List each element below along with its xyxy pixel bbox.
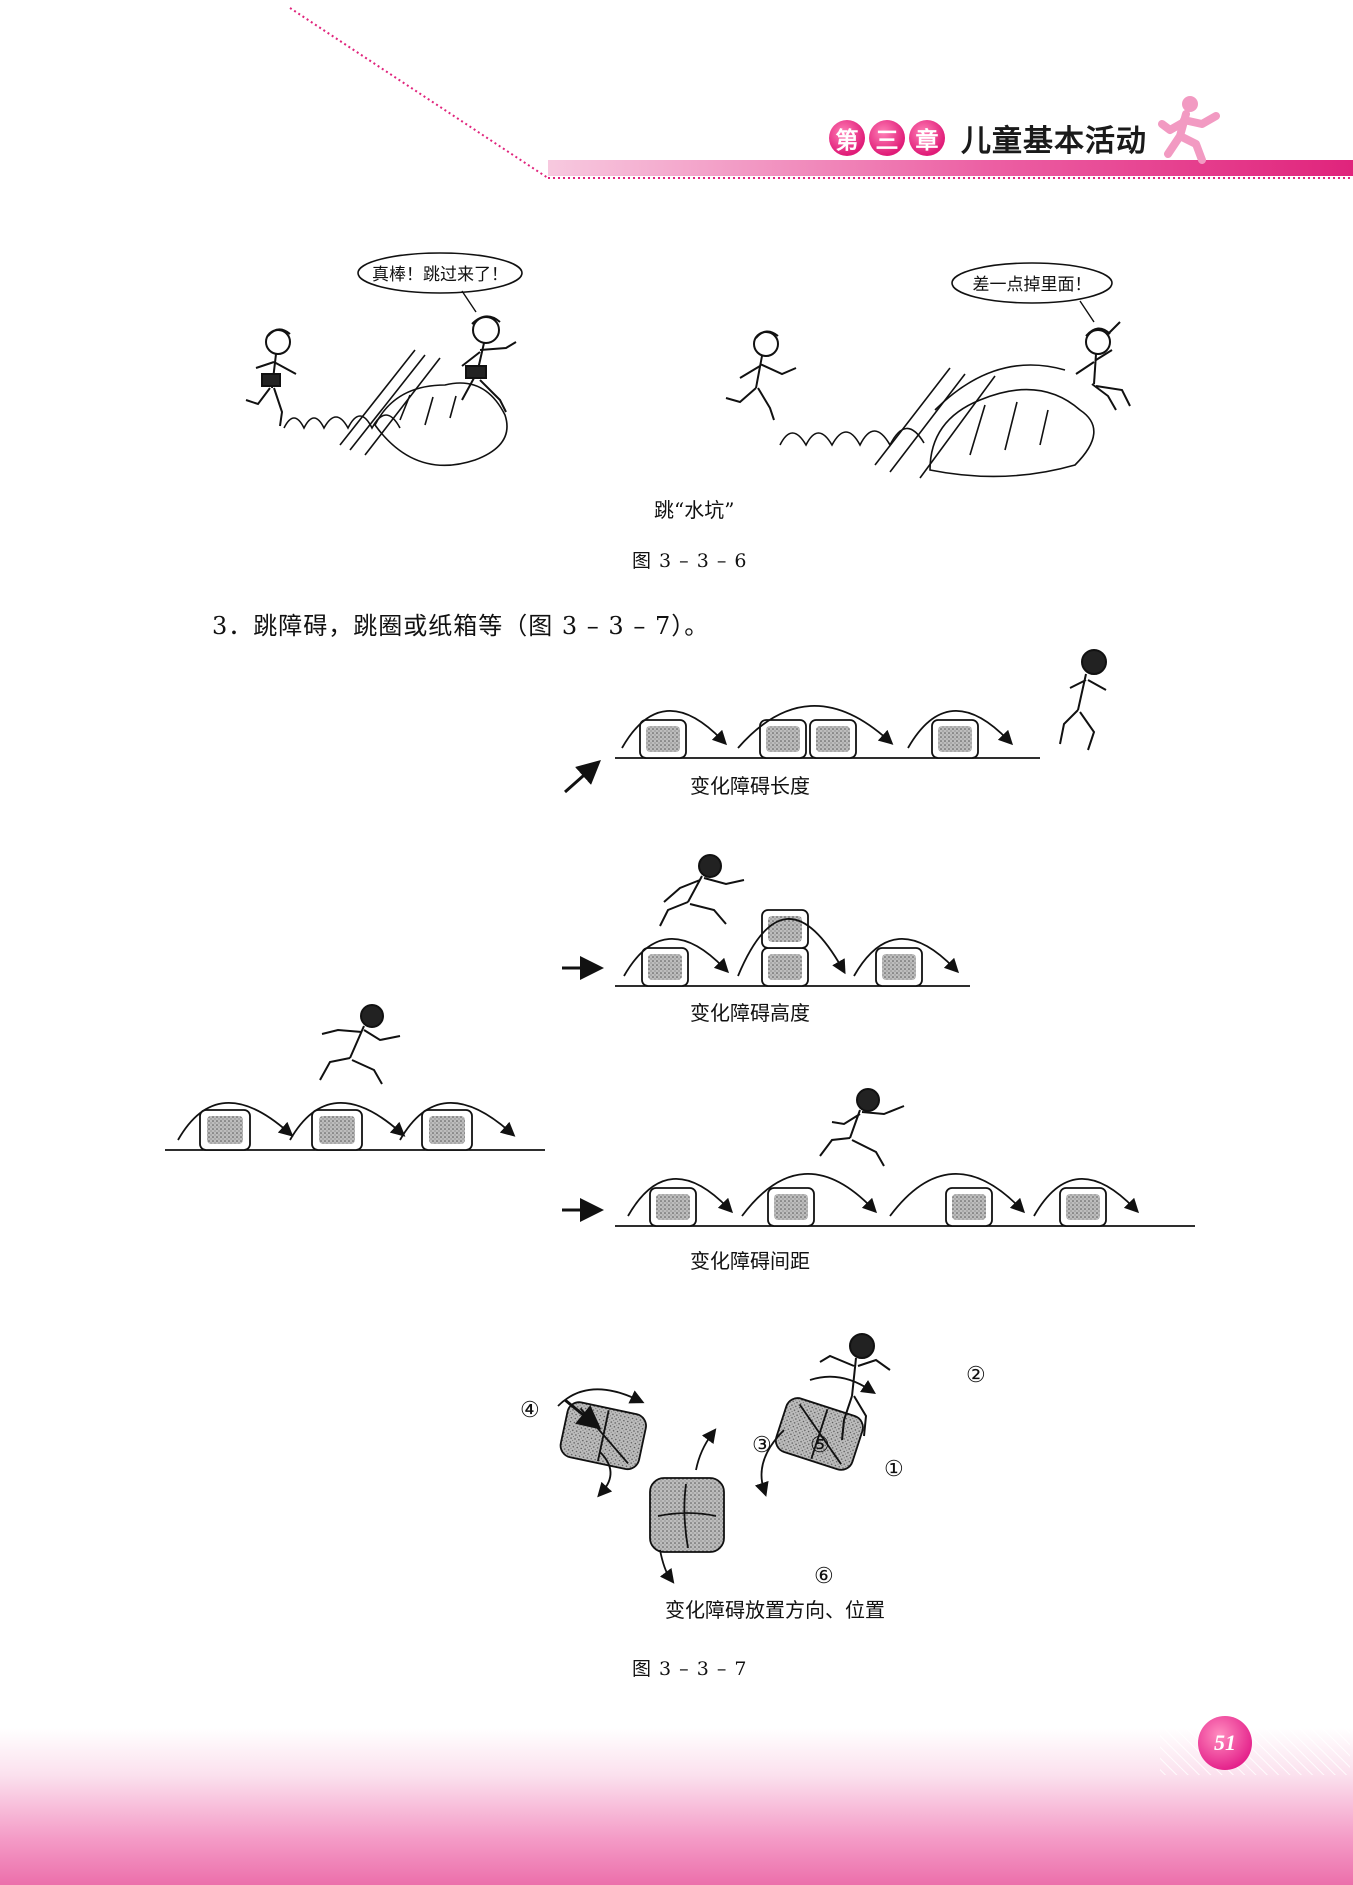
kid-jumping-spacing-row bbox=[819, 1088, 905, 1167]
kid-running-left-scene-1 bbox=[245, 328, 297, 427]
figure-3-3-7-illustration: ④ ③ ② ① ⑤ ⑥ bbox=[165, 649, 1195, 1589]
rotation-marker-3: ③ bbox=[752, 1433, 772, 1458]
figure-3-3-6-caption: 跳“水坑” bbox=[654, 498, 735, 522]
figure-3-3-7-label: 图 3 – 3 – 7 bbox=[632, 1658, 748, 1680]
speech-bubble-left-text: 真棒！跳过来了！ bbox=[372, 265, 508, 285]
chapter-char-2: 三 bbox=[869, 120, 905, 156]
rotation-marker-1: ① bbox=[884, 1457, 904, 1482]
orientation-variation-group bbox=[557, 1375, 876, 1584]
kid-jumping-base bbox=[319, 1004, 401, 1085]
speech-bubble-right bbox=[951, 262, 1113, 304]
kid-landing-left-scene bbox=[461, 315, 517, 413]
variation-orientation-caption: 变化障碍放置方向、位置 bbox=[665, 1598, 885, 1622]
page-number: 51 bbox=[1198, 1716, 1252, 1770]
rotation-marker-4: ④ bbox=[520, 1398, 540, 1423]
chapter-heading: 第 三 章 儿童基本活动 bbox=[829, 116, 1147, 160]
variation-height-caption: 变化障碍高度 bbox=[690, 1001, 810, 1025]
puddle-left bbox=[339, 349, 508, 467]
footer-gradient-band bbox=[0, 1728, 1353, 1885]
kid-running-orientation-row bbox=[819, 1333, 891, 1441]
variation-spacing-caption: 变化障碍间距 bbox=[690, 1249, 810, 1273]
header-dotted-underline bbox=[548, 177, 1353, 179]
height-variation-row bbox=[615, 909, 970, 987]
body-paragraph: 3．跳障碍，跳圈或纸箱等（图 3 – 3 – 7）。 bbox=[212, 612, 710, 640]
length-variation-row bbox=[615, 705, 1040, 759]
rotation-marker-5: ⑤ bbox=[810, 1433, 830, 1458]
arrow-to-length-row bbox=[564, 760, 601, 794]
header-gradient-bar bbox=[548, 160, 1353, 176]
chapter-char-3: 章 bbox=[909, 120, 945, 156]
spacing-variation-row bbox=[615, 1173, 1195, 1227]
kid-landing-length-row bbox=[1059, 649, 1107, 751]
speech-bubble-right-text: 差一点掉里面！ bbox=[973, 275, 1092, 295]
rotation-marker-6: ⑥ bbox=[814, 1564, 834, 1589]
kid-landing-in-puddle bbox=[1075, 321, 1131, 411]
puddle-right bbox=[874, 364, 1095, 479]
figure-3-3-6-illustration: 真棒！跳过来了！ 差一点掉里面！ bbox=[245, 252, 1131, 479]
running-figure-icon bbox=[1158, 96, 1220, 164]
footer-hatch-pattern bbox=[1160, 1725, 1350, 1775]
jump-trajectory-right bbox=[779, 427, 925, 447]
rotation-marker-2: ② bbox=[966, 1363, 986, 1388]
header-diagonal-dotted-line bbox=[289, 7, 549, 179]
variation-length-caption: 变化障碍长度 bbox=[690, 774, 810, 798]
chapter-title: 儿童基本活动 bbox=[961, 124, 1147, 159]
kid-jumping-height-row bbox=[659, 854, 745, 927]
arrow-to-orientation-row bbox=[564, 1398, 602, 1430]
kid-running-right-scene bbox=[725, 330, 797, 421]
base-obstacle-row bbox=[165, 1101, 545, 1151]
figure-3-3-6-label: 图 3 – 3 – 6 bbox=[632, 550, 748, 572]
chapter-char-1: 第 bbox=[829, 120, 865, 156]
jump-trajectory-left-1 bbox=[283, 414, 401, 430]
speech-bubble-left bbox=[357, 252, 523, 294]
